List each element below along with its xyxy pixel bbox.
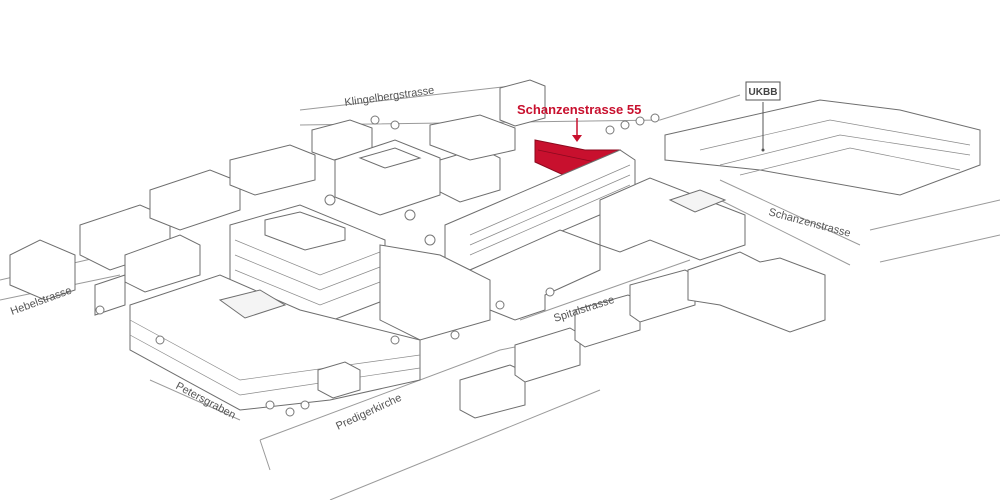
houses-left: [9, 144, 316, 316]
ukbb-building: [664, 99, 981, 196]
street-label-klingelbergstrasse: Klingelbergstrasse: [344, 84, 435, 108]
street-label-predigerkirche: Predigerkirche: [334, 392, 403, 433]
ukbb-label: UKBB: [749, 87, 778, 98]
ukbb-sign: UKBB: [745, 81, 781, 152]
buildings-north: [311, 79, 546, 216]
street-label-schanzenstrasse: Schanzenstrasse: [767, 206, 852, 239]
blocks-southeast: [459, 251, 826, 419]
trees: [95, 113, 660, 417]
highlight-label: Schanzenstrasse 55: [517, 102, 641, 117]
roads: [0, 84, 1000, 500]
hospital-main-block: [444, 149, 746, 321]
central-tower-block: [129, 204, 491, 411]
